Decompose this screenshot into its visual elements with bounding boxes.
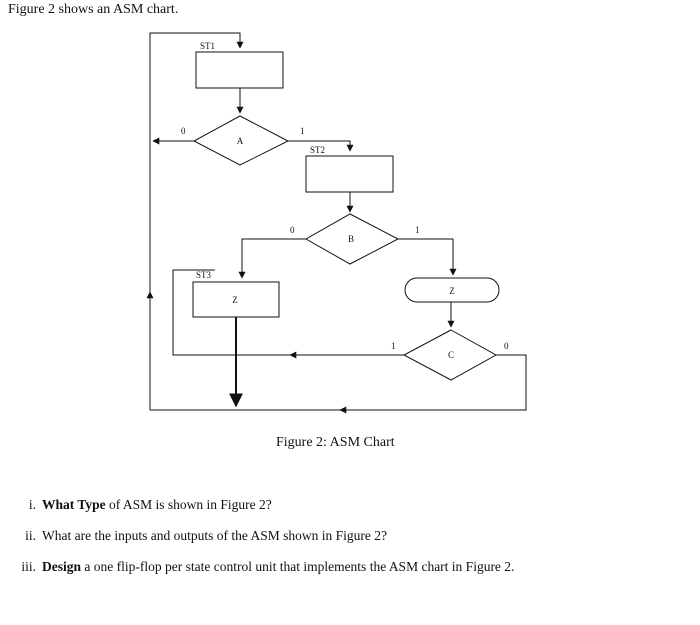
b-false-label: 0 [290,225,295,235]
st1-entry-line [149,32,244,410]
asm-chart-diagram: ST1 ST2 ST3 A B C Z Z 0 1 0 1 1 0 [146,32,527,414]
st1-label: ST1 [200,41,215,51]
question-emphasis: What Type [42,497,106,512]
question-text: a one flip-flop per state control unit t… [81,559,515,574]
question-text: of ASM is shown in Figure 2? [105,497,272,512]
question-item: ii. What are the inputs and outputs of th… [0,528,387,544]
decision-c-diamond [402,329,498,381]
figure-caption: Figure 2: ASM Chart [276,435,395,450]
question-item: iii. Design a one flip-flop per state con… [0,559,514,575]
question-text: What are the inputs and outputs of the A… [42,528,387,543]
conditional-output-box [404,277,500,303]
decision-b-diamond [304,213,400,265]
st2-state-box [305,155,394,193]
decision-b-label: B [348,234,354,244]
st3-output-label: Z [232,295,238,305]
question-number: ii. [25,528,36,543]
c-true-line [172,269,404,356]
a-true-label: 1 [300,126,305,136]
st3-label: ST3 [196,270,212,280]
st1-state-box [195,51,284,89]
decision-c-label: C [448,350,454,360]
st2-label: ST2 [310,145,325,155]
a-false-label: 0 [181,126,186,136]
c-false-line [150,354,527,411]
decision-a-label: A [237,136,244,146]
question-number: i. [28,497,36,512]
question-emphasis: Design [42,559,82,574]
b-true-line [398,238,457,276]
c-true-label: 1 [391,341,396,351]
question-number: iii. [21,559,36,574]
a-true-line [288,140,354,152]
c-false-label: 0 [504,341,509,351]
b-true-label: 1 [415,225,420,235]
decision-a-diamond [192,115,290,166]
conditional-output-label: Z [449,286,455,296]
question-item: i. What Type of ASM is shown in Figure 2? [0,497,272,513]
intro-text: Figure 2 shows an ASM chart. [8,2,179,17]
b-false-line [238,238,306,279]
